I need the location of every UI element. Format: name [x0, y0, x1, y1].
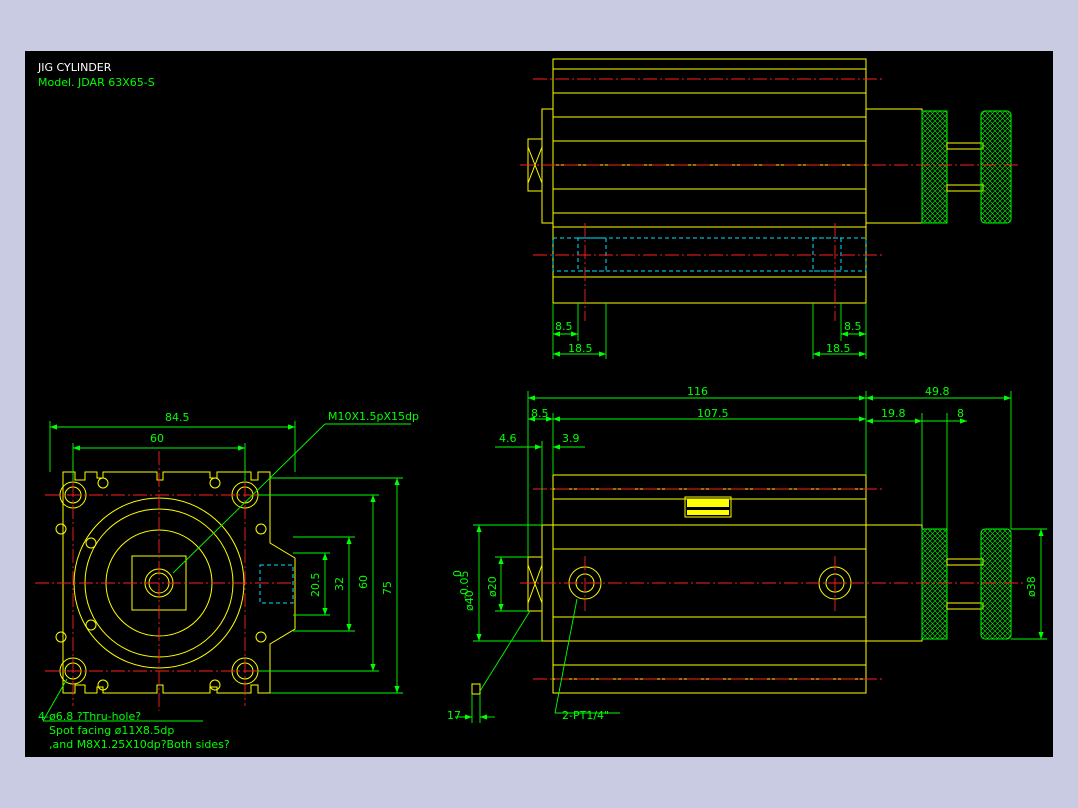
side-dim-knob-dia: ø38	[1025, 576, 1038, 597]
side-view: 116 49.8 8.5 107.5 19.8 8 4.6 3.9 ø40 0 …	[447, 385, 1047, 723]
front-dim-bolt-pitch: 60	[150, 432, 164, 445]
top-dim-right-offset: 8.5	[844, 320, 862, 333]
top-dim-right-span: 18.5	[826, 342, 851, 355]
hole-note-line-2: Spot facing ø11X8.5dp	[49, 724, 174, 737]
drawing-title: JIG CYLINDER	[37, 61, 112, 74]
hole-note-line-1: 4-ø6.8 ?Thru-hole?	[38, 710, 141, 723]
side-dim-inner-dia: ø20	[486, 576, 499, 597]
top-view-body	[552, 58, 867, 304]
side-dim-rod-tol-upper: 0	[451, 570, 464, 577]
drawing-sheet: JIG CYLINDER Model. JDAR 63X65-S	[25, 51, 1053, 757]
front-view: 84.5 60 75 60 32 20.5 M10X1.5pX15dp 4-ø6…	[35, 410, 419, 751]
model-label: Model. JDAR 63X65-S	[38, 76, 155, 89]
rod-thread-note: M10X1.5pX15dp	[328, 410, 419, 423]
side-dim-rod-tol-lower: -0.05	[458, 571, 471, 599]
front-dim-width: 84.5	[165, 411, 190, 424]
port-note: 2-PT1/4"	[562, 709, 609, 722]
side-dim-head: 8.5	[531, 407, 549, 420]
front-dim-port-pitch: 32	[333, 577, 346, 591]
side-dim-stroke-ext: 49.8	[925, 385, 950, 398]
side-dim-overall: 116	[687, 385, 708, 398]
top-dim-left-span: 18.5	[568, 342, 593, 355]
front-dim-height: 75	[381, 581, 394, 595]
top-dim-left-offset: 8.5	[555, 320, 573, 333]
side-dim-knob-to-end: 19.8	[881, 407, 906, 420]
side-dim-rod-step: 3.9	[562, 432, 580, 445]
side-dim-wrench: 17	[447, 709, 461, 722]
top-view: 8.5 8.5 18.5 18.5	[520, 58, 1020, 359]
side-dim-body: 107.5	[697, 407, 729, 420]
front-view-outline	[62, 471, 296, 694]
side-dim-rod-face: 4.6	[499, 432, 517, 445]
front-dim-port-width: 20.5	[309, 573, 322, 598]
hole-note-line-3: ,and M8X1.25X10dp?Both sides?	[49, 738, 230, 751]
side-dim-knob-width: 8	[957, 407, 964, 420]
cad-drawing: JIG CYLINDER Model. JDAR 63X65-S	[35, 58, 1047, 751]
front-dim-bolt-pitch-v: 60	[357, 575, 370, 589]
side-dim-rod-dia: ø40	[463, 590, 476, 611]
